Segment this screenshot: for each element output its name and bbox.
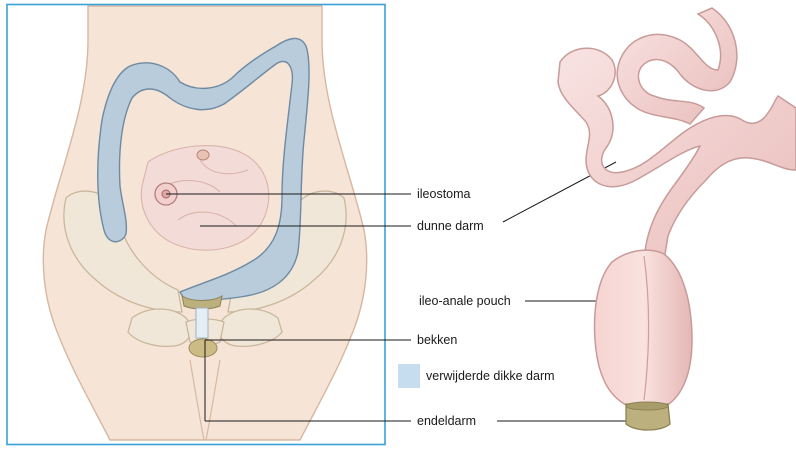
- navel: [197, 150, 209, 160]
- small-bowel-loops: [558, 8, 796, 260]
- label-endeldarm: endeldarm: [417, 414, 476, 428]
- label-dunne-darm: dunne darm: [417, 219, 484, 233]
- anus-area: [189, 339, 217, 357]
- rectum-stump-top: [626, 402, 668, 410]
- anal-canal: [196, 308, 208, 338]
- label-verwijderde-dikke-darm: verwijderde dikke darm: [426, 369, 555, 383]
- legend-swatch-removed-colon: [398, 364, 420, 388]
- label-ileo-anale-pouch: ileo-anale pouch: [419, 294, 511, 308]
- label-bekken: bekken: [417, 333, 457, 347]
- ileo-anale-pouch: [595, 250, 692, 406]
- label-ileostoma: ileostoma: [417, 187, 471, 201]
